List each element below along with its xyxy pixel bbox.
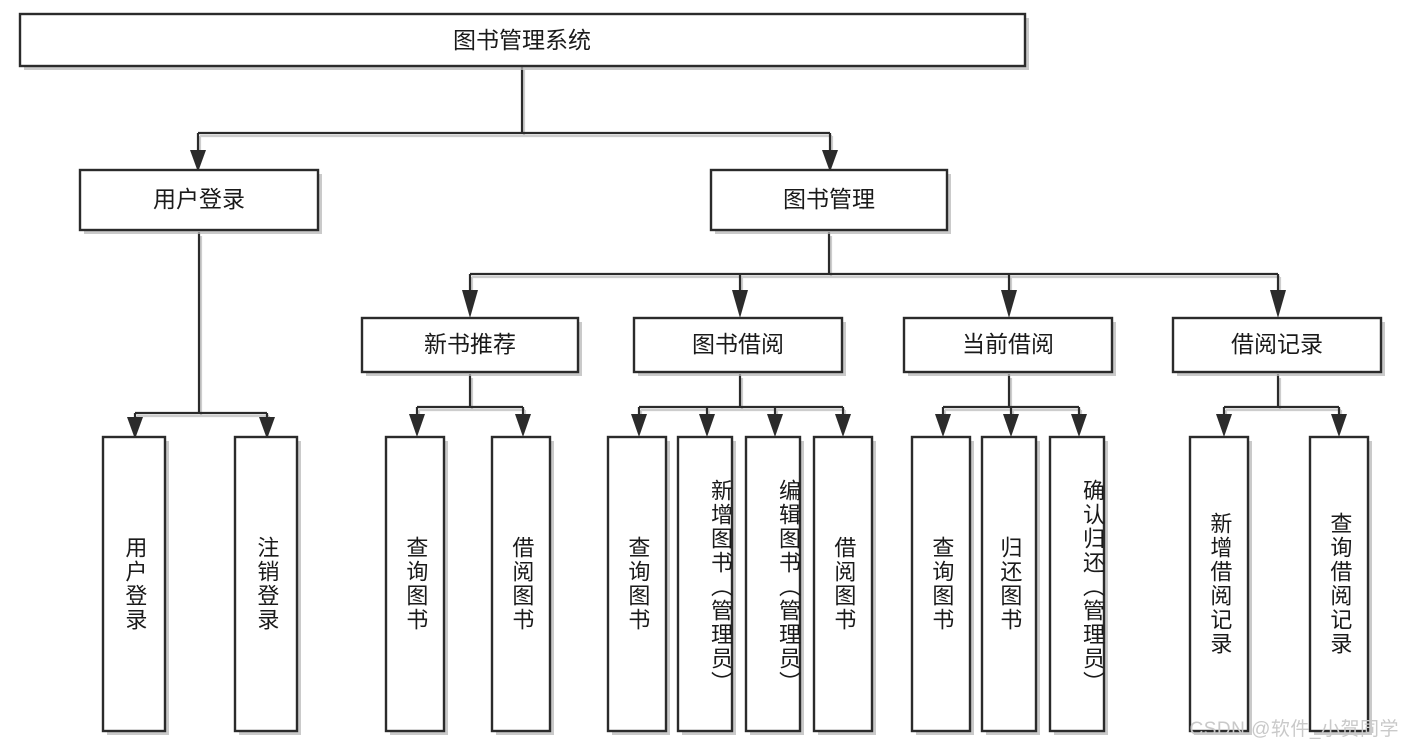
node-user-login[interactable]: 用户登录 [78,168,322,234]
book-management-label: 图书管理 [783,186,875,212]
borrow-records-box[interactable] [1171,316,1383,374]
connector-records-to-leaves [1216,374,1347,437]
user-login-label: 用户登录 [153,186,245,212]
leaf-box[interactable] [910,435,972,733]
leaf-box[interactable] [1048,435,1106,733]
node-current-borrow[interactable]: 当前借阅 [902,316,1116,376]
leaf-node-query-books-current[interactable] [910,435,974,735]
leaf-node-user-login[interactable] [101,435,169,735]
book-borrow-label: 图书借阅 [692,331,784,357]
borrow-records-label: 借阅记录 [1231,331,1323,357]
node-new-book-recommend[interactable]: 新书推荐 [360,316,582,376]
book-management-box[interactable] [709,168,949,232]
leaf-box[interactable] [676,435,734,733]
leaf-node-borrow-books-newbook[interactable] [490,435,554,735]
connector-bookmgmt-to-level3 [462,232,1286,318]
leaf-box[interactable] [101,435,167,733]
leaf-node-add-borrow-record[interactable] [1188,435,1252,735]
leaf-node-logout[interactable] [233,435,301,735]
user-login-box[interactable] [78,168,320,232]
node-borrow-records[interactable]: 借阅记录 [1171,316,1385,376]
leaf-node-borrow-books-borrow[interactable] [812,435,876,735]
leaf-node-query-books-borrow[interactable] [606,435,670,735]
leaf-box[interactable] [490,435,552,733]
connector-newbook-to-leaves [409,374,531,437]
leaf-node-add-book-admin[interactable] [676,435,736,735]
leaf-box[interactable] [980,435,1038,733]
node-book-management[interactable]: 图书管理 [709,168,951,234]
leaf-box[interactable] [384,435,446,733]
book-borrow-box[interactable] [632,316,844,374]
root-label: 图书管理系统 [453,27,591,53]
watermark-text: CSDN @软件_小贺同学 [1189,719,1399,740]
leaf-box[interactable] [812,435,874,733]
current-borrow-label: 当前借阅 [962,331,1054,357]
leaf-box[interactable] [606,435,668,733]
node-book-borrow[interactable]: 图书借阅 [632,316,846,376]
connector-root-to-level2 [190,66,838,172]
new-book-recommend-label: 新书推荐 [424,331,516,357]
leaf-node-edit-book-admin[interactable] [744,435,804,735]
connector-current-to-leaves [935,374,1087,437]
leaf-box[interactable] [1188,435,1250,733]
connector-borrow-to-leaves [631,374,851,437]
leaf-box[interactable] [233,435,299,733]
current-borrow-box[interactable] [902,316,1114,374]
connector-userlogin-to-leaves [127,232,275,439]
leaf-box[interactable] [1308,435,1370,733]
leaf-box[interactable] [744,435,802,733]
connector-layer [127,66,1347,439]
new-book-recommend-box[interactable] [360,316,580,374]
root-box[interactable] [18,12,1027,68]
leaf-layer [101,435,1372,735]
leaf-node-query-books-newbook[interactable] [384,435,448,735]
leaf-node-query-borrow-record[interactable] [1308,435,1372,735]
leaf-node-return-books[interactable] [980,435,1040,735]
leaf-node-confirm-return-admin[interactable] [1048,435,1108,735]
node-root[interactable]: 图书管理系统 [18,12,1029,70]
